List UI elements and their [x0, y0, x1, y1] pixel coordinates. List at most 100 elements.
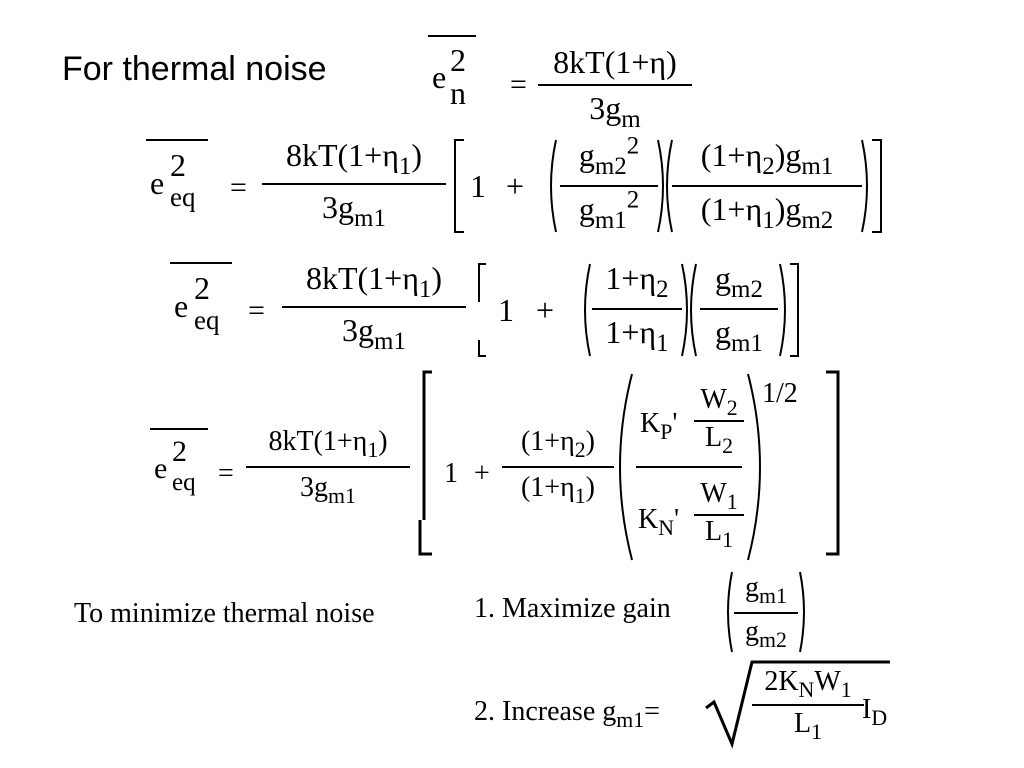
left-bracket: [478, 263, 486, 357]
right-paren: [779, 263, 786, 357]
fraction-w1-l1: W1 L1: [694, 478, 744, 558]
symbol-e: e: [432, 59, 447, 95]
denominator: 3gm: [589, 90, 641, 133]
right-bracket: [790, 263, 799, 357]
subscript-eq: eq: [170, 182, 196, 212]
fraction-bar: [734, 612, 798, 614]
subscript-n: n: [450, 75, 466, 111]
fraction-bar: [700, 308, 778, 310]
drain-current: ID: [862, 694, 888, 730]
fraction-gm2-gm1: gm2 gm1: [700, 258, 778, 358]
main-fraction-bar: [636, 466, 742, 468]
superscript-2: 2: [170, 147, 186, 183]
numerator: 8kT(1+η1): [268, 426, 388, 462]
kn-term: KN': [638, 504, 680, 540]
fraction-gm-ratio: gm22 gm12: [560, 132, 658, 235]
fraction-eq0: 8kT(1+η) 3gm: [538, 40, 692, 133]
big-left-paren: [619, 373, 633, 561]
one: 1: [444, 458, 458, 489]
gain-left-paren: [727, 571, 733, 653]
numerator: 1+η2: [605, 260, 669, 303]
right-bracket: [826, 370, 840, 556]
overline: [428, 35, 476, 37]
denominator: gm12: [578, 186, 640, 234]
fraction-eta-ratio: (1+η2) (1+η1): [502, 424, 614, 510]
numerator: 8kT(1+η1): [285, 137, 423, 180]
equals-sign: =: [510, 68, 527, 101]
noise-symbol-eeq: 2 e eq: [150, 428, 208, 496]
noise-symbol-eeq: 2 e eq: [146, 139, 208, 211]
item-maximize-gain: 1. Maximize gain: [474, 593, 671, 624]
fraction-bar: [282, 306, 466, 308]
fraction-bar: [538, 84, 692, 86]
fraction-bar: [752, 704, 864, 706]
fraction-eq3: 8kT(1+η1) 3gm1: [246, 424, 410, 510]
mid-paren: [657, 139, 673, 233]
fraction-eta-gm: (1+η2)gm1 (1+η1)gm2: [672, 135, 862, 235]
plus-sign: +: [506, 168, 525, 204]
gain-right-paren: [799, 571, 805, 653]
fraction-bar: [592, 308, 682, 310]
denominator: 3gm1: [342, 312, 406, 355]
overline: [170, 262, 232, 264]
fraction-bar: [262, 183, 446, 185]
fraction-gain: gm1 gm2: [734, 570, 798, 654]
numerator: (1+η2)gm1: [700, 137, 834, 180]
numerator: (1+η2): [520, 426, 595, 462]
denominator: L1: [704, 516, 734, 552]
denominator: gm1: [715, 314, 763, 357]
subscript-eq: eq: [194, 305, 220, 335]
overline: [150, 428, 208, 430]
right-paren: [861, 139, 868, 233]
sqrt-icon: [705, 660, 890, 749]
subscript-eq: eq: [172, 469, 196, 496]
fraction-eq2: 8kT(1+η1) 3gm1: [282, 258, 466, 355]
exponent-half: 1/2: [762, 378, 798, 409]
superscript-2: 2: [450, 42, 466, 78]
right-bracket: [872, 139, 882, 233]
denominator: (1+η1): [520, 472, 595, 508]
plus-sign: +: [536, 292, 555, 328]
symbol-e: e: [154, 452, 168, 485]
denominator: L2: [704, 422, 734, 458]
noise-symbol-en: 2 e n: [428, 35, 476, 109]
left-paren: [584, 263, 591, 357]
one: 1: [498, 292, 514, 328]
equals-sign: =: [248, 294, 265, 327]
fraction-eta-ratio: 1+η2 1+η1: [592, 258, 682, 358]
left-bracket: [418, 370, 432, 556]
fraction-bar: [246, 466, 410, 468]
fraction-bar: [694, 420, 744, 422]
kp-term: KP': [640, 408, 678, 444]
left-paren: [550, 139, 557, 233]
item-increase-gm1: 2. Increase gm1=: [474, 696, 660, 732]
equals-sign: =: [218, 458, 234, 489]
fraction-bar: [502, 466, 614, 468]
denominator: L1: [793, 708, 823, 744]
fraction-bar: [672, 185, 862, 187]
superscript-2: 2: [194, 270, 210, 306]
fraction-eq1: 8kT(1+η1) 3gm1: [262, 135, 446, 232]
fraction-w2-l2: W2 L2: [694, 384, 744, 464]
equals-sign: =: [230, 171, 247, 204]
one: 1: [470, 168, 486, 204]
symbol-e: e: [150, 165, 165, 201]
denominator: 3gm1: [300, 472, 356, 508]
numerator: W2: [700, 384, 738, 420]
mid-paren: [681, 263, 697, 357]
big-right-paren: [747, 373, 761, 561]
left-bracket: [454, 139, 464, 233]
fraction-root: 2KNW1 L1: [752, 664, 864, 748]
symbol-e: e: [174, 288, 189, 324]
numerator: gm22: [578, 132, 640, 180]
fraction-bar: [694, 514, 744, 516]
denominator: gm2: [745, 616, 787, 652]
numerator: gm2: [715, 260, 763, 303]
numerator: 8kT(1+η1): [305, 260, 443, 303]
denominator: (1+η1)gm2: [700, 191, 834, 234]
numerator: gm1: [745, 572, 787, 608]
denominator: 3gm1: [322, 189, 386, 232]
overline: [146, 139, 208, 141]
numerator: 2KNW1: [764, 666, 852, 702]
plus-sign: +: [474, 458, 490, 489]
